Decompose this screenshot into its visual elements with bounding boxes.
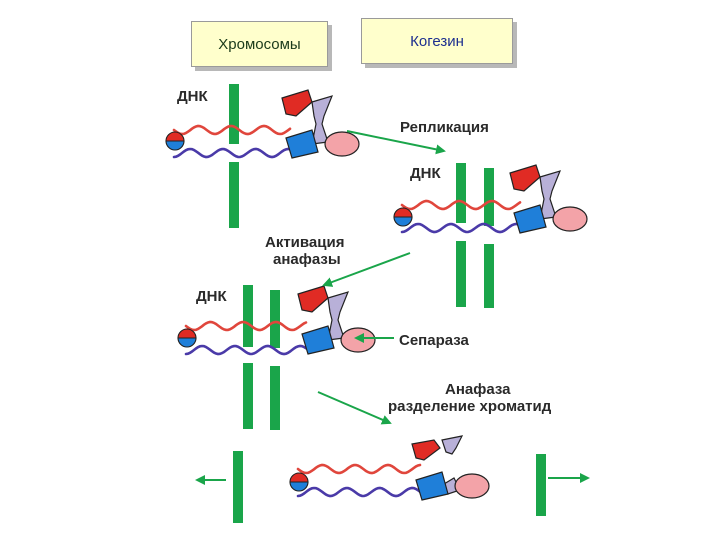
scene-anaphase [233,435,546,523]
chromosome-bar [270,290,280,348]
anaphase-arrow [317,391,392,425]
scene-separase [177,285,376,430]
dna-strand-blue [400,222,522,234]
centromere [289,472,309,492]
cohesin-complex [281,89,360,159]
header-cohesin-label: Когезин [410,32,464,50]
chromosome-bar [270,366,280,430]
cohesin-blue-subunit [301,325,335,355]
centromere-blue-half [393,216,413,227]
dna-strand-red [184,320,308,332]
cohesin-red-subunit [509,164,541,192]
cohesin-pink-subunit [324,131,360,157]
cohesin-blue-subunit [415,471,449,501]
scene-replicated [393,163,588,308]
chromosome-bar [243,285,253,347]
header-cohesin: Когезин [361,18,513,64]
cohesin-pink-subunit [340,327,376,353]
anaphase-label-2: разделение хроматид [388,398,552,415]
chromosome-bar [243,363,253,429]
dna-strand-red [400,199,522,211]
chromosome-bar [233,451,243,523]
chromosome-bar [536,454,546,516]
replication-arrow [346,130,446,155]
dna-strand-red [172,124,292,136]
centromere-blue-half [165,140,185,151]
anaphase-activation-label-2: анафазы [273,251,341,268]
centromere [177,328,197,348]
centromere-red-half [177,328,197,339]
chromosome-bar [484,168,494,226]
centromere-red-half [165,131,185,142]
centromere-blue-half [177,337,197,348]
dna-label-1: ДНК [177,88,208,105]
dna-label-3: ДНК [196,288,227,305]
cohesin-pink-subunit [454,473,490,499]
cohesin-red-subunit [297,285,329,313]
header-chromosomes-label: Хромосомы [218,35,301,53]
dna-strand-blue [296,486,422,498]
centromere-blue-half [289,481,309,492]
cohesin-complex [297,285,376,355]
cohesin-blue-subunit [285,129,319,159]
cohesin-red-subunit [281,89,313,117]
centromere-red-half [393,207,413,218]
scene-initial [165,84,360,228]
chromosome-bar [456,163,466,223]
chromosome-bar [229,84,239,144]
cohesin-complex [411,435,490,501]
anaphase-label-1: Анафаза [445,381,511,398]
chromosome-bar [229,162,239,228]
separase-label: Сепараза [399,332,469,349]
cohesin-red-subunit [411,439,441,461]
centromere [393,207,413,227]
centromere [165,131,185,151]
centromere-red-half [289,472,309,483]
dna-strand-red [296,463,422,475]
activation-arrow [322,252,411,287]
dna-strand-blue [184,344,308,356]
chromosome-bar [484,244,494,308]
anaphase-activation-label-1: Активация [265,234,345,251]
cohesin-complex [509,164,588,234]
dna-label-2: ДНК [410,165,441,182]
cohesin-pink-subunit [552,206,588,232]
dna-strand-blue [172,147,292,159]
cohesin-blue-subunit [513,204,547,234]
header-chromosomes: Хромосомы [191,21,328,67]
replication-label: Репликация [400,119,489,136]
chromosome-bar [456,241,466,307]
